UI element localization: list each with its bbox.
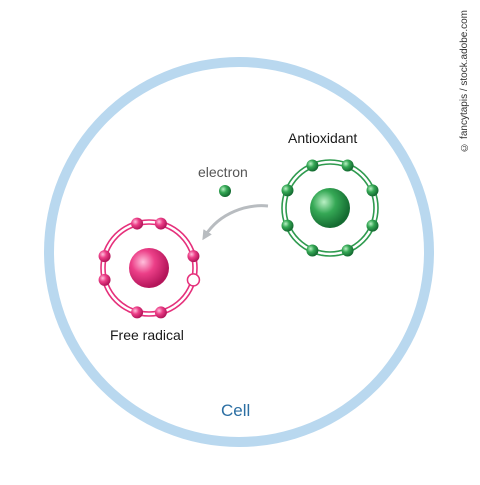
free-radical-electron — [154, 217, 167, 230]
free-radical-electron — [98, 273, 111, 286]
antioxidant-orbit-inner — [285, 163, 375, 253]
antioxidant-nucleus — [310, 188, 350, 228]
free-radical-label: Free radical — [110, 327, 184, 343]
free-electron — [219, 185, 231, 197]
antioxidant-label: Antioxidant — [288, 130, 358, 146]
antioxidant-electron — [306, 244, 319, 257]
free-radical-orbit-outer — [100, 219, 198, 317]
cell-interior — [54, 67, 424, 437]
free-radical-atom — [98, 217, 201, 319]
antioxidant-electron — [366, 219, 379, 232]
electron-label: electron — [198, 164, 248, 180]
free-radical-electron — [154, 306, 167, 319]
antioxidant-electron — [341, 244, 354, 257]
antioxidant-electron — [281, 184, 294, 197]
free-radical-electron — [187, 250, 200, 263]
antioxidant-atom — [281, 159, 379, 257]
free-radical-orbit-inner — [104, 223, 194, 313]
free-radical-electron — [131, 217, 144, 230]
antioxidant-electron — [341, 159, 354, 172]
antioxidant-electron — [366, 184, 379, 197]
free-radical-electron — [131, 306, 144, 319]
antioxidant-orbit-outer — [281, 159, 379, 257]
missing-electron-slot — [186, 273, 201, 287]
free-radical-electron — [98, 250, 111, 263]
antioxidant-electron — [281, 219, 294, 232]
image-credit: © fancytapis / stock.adobe.com — [459, 10, 470, 153]
cell-label: Cell — [221, 401, 251, 420]
antioxidant-electrons — [281, 159, 379, 257]
free-radical-electrons — [98, 217, 201, 319]
electron-transfer-arrow — [202, 204, 269, 241]
free-radical-nucleus — [129, 248, 169, 288]
antioxidant-electron — [306, 159, 319, 172]
